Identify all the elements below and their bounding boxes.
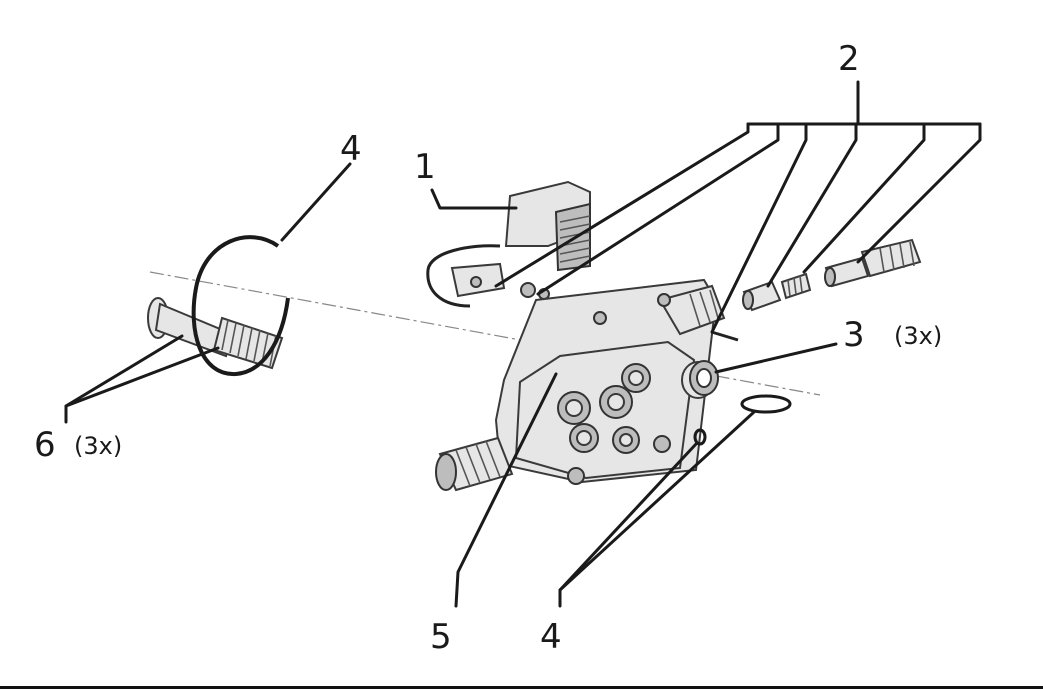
callout-2: 2 — [838, 39, 860, 79]
center-axis-line — [149, 271, 821, 396]
callout-4-top: 4 — [340, 129, 362, 169]
leader-lines — [64, 80, 982, 608]
callout-4-bottom: 4 — [540, 617, 562, 657]
callout-6-qty: (3x) — [74, 432, 123, 460]
part-6-valve-spring — [147, 297, 284, 370]
part-5-pump-head — [435, 278, 726, 492]
callout-3: 3 — [843, 315, 865, 355]
part-3-seal — [681, 360, 719, 399]
callout-5: 5 — [430, 617, 452, 657]
callout-3-qty: (3x) — [894, 322, 943, 350]
callout-6: 6 — [34, 425, 56, 465]
callout-1: 1 — [414, 147, 436, 187]
bottom-border — [0, 686, 1043, 689]
part-4-small-o-rings — [693, 394, 792, 446]
part-4-large-o-ring — [191, 235, 290, 377]
part-1-unloader — [426, 180, 591, 308]
